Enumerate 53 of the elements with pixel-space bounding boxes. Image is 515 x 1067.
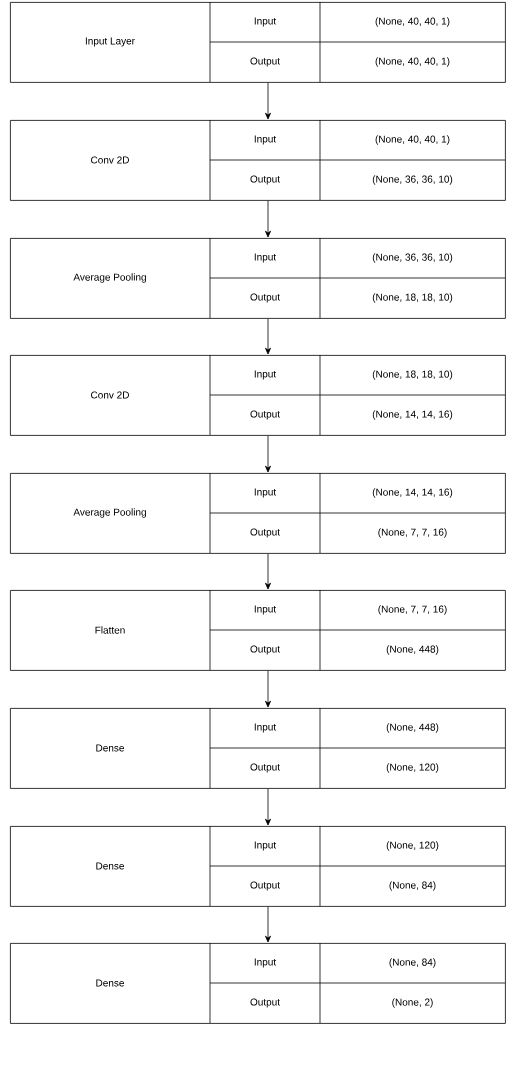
row-header: Input xyxy=(254,605,277,615)
shape-value: (None, 7, 7, 16) xyxy=(378,605,447,615)
row-header: Input xyxy=(254,958,277,968)
arrow xyxy=(265,906,271,943)
row-header: Input xyxy=(254,488,277,498)
layer-name: Average Pooling xyxy=(73,273,146,283)
shape-value: (None, 14, 14, 16) xyxy=(372,410,453,420)
shape-value: (None, 14, 14, 16) xyxy=(372,488,453,498)
row-header: Output xyxy=(250,998,280,1008)
row-header: Output xyxy=(250,763,280,773)
shape-value: (None, 84) xyxy=(389,958,436,968)
row-header: Output xyxy=(250,57,280,67)
row-header: Output xyxy=(250,410,280,420)
shape-value: (None, 40, 40, 1) xyxy=(375,57,450,67)
layer-name: Average Pooling xyxy=(73,508,146,518)
shape-value: (None, 120) xyxy=(386,763,439,773)
shape-value: (None, 18, 18, 10) xyxy=(372,293,453,303)
shape-value: (None, 2) xyxy=(392,998,433,1008)
shape-value: (None, 448) xyxy=(386,723,439,733)
arrow xyxy=(265,435,271,473)
layer-name: Conv 2D xyxy=(91,391,129,399)
shape-value: (None, 84) xyxy=(389,881,436,891)
shape-value: (None, 40, 40, 1) xyxy=(375,17,450,27)
arrow xyxy=(265,200,271,238)
row-header: Input xyxy=(254,253,277,263)
layer-name: Dense xyxy=(96,979,124,987)
shape-value: (None, 120) xyxy=(386,841,439,851)
row-header: Input xyxy=(254,841,277,851)
row-header: Input xyxy=(254,723,277,733)
shape-value: (None, 36, 36, 10) xyxy=(372,175,453,185)
layer-name: Conv 2D xyxy=(91,156,129,164)
arrow xyxy=(265,788,271,826)
shape-value: (None, 18, 18, 10) xyxy=(372,370,453,380)
arrow xyxy=(265,670,271,708)
arrow xyxy=(265,553,271,590)
layer-name: Dense xyxy=(96,862,124,870)
row-header: Input xyxy=(254,135,277,145)
shape-value: (None, 36, 36, 10) xyxy=(372,253,453,263)
row-header: Output xyxy=(250,645,280,655)
layer-name: Input Layer xyxy=(85,37,135,47)
row-header: Output xyxy=(250,881,280,891)
layer-name: Dense xyxy=(96,744,124,752)
shape-value: (None, 448) xyxy=(386,645,439,655)
layer-name: Flatten xyxy=(95,626,125,634)
shape-value: (None, 40, 40, 1) xyxy=(375,135,450,145)
row-header: Output xyxy=(250,528,280,538)
row-header: Output xyxy=(250,175,280,185)
row-header: Input xyxy=(254,370,277,380)
arrow xyxy=(265,318,271,355)
row-header: Output xyxy=(250,293,280,303)
row-header: Input xyxy=(254,17,277,27)
arrow xyxy=(265,82,271,120)
shape-value: (None, 7, 7, 16) xyxy=(378,528,447,538)
